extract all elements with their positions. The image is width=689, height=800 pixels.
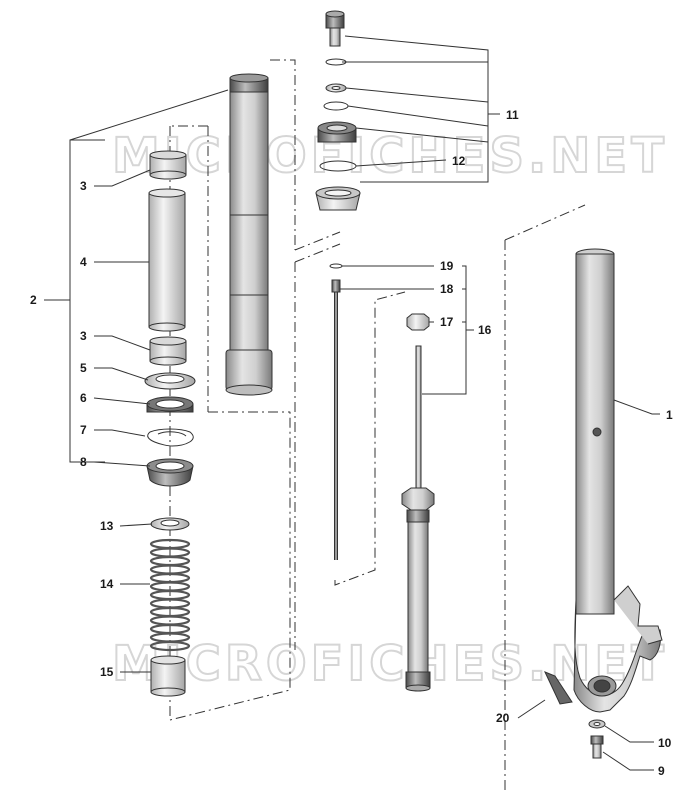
bushing-upper: [149, 150, 187, 180]
callout-19: 19: [440, 259, 454, 273]
outline-spring-group: [169, 126, 291, 721]
lock-nut: [406, 313, 430, 331]
callout-labels: 1 2 3 4 3 5 6 7 8 9 10 11 12 13 14 15 16…: [30, 108, 673, 778]
watermark-top: MICROFICHES.NET: [112, 128, 668, 184]
bushing-lower: [149, 336, 187, 366]
rod-o-ring: [329, 263, 343, 269]
adjuster-rod: [331, 279, 341, 560]
cap-washer: [325, 83, 347, 93]
fork-cap: [325, 10, 345, 47]
callout-17: 17: [440, 315, 454, 329]
cap-collar: [315, 186, 361, 211]
callout-6: 6: [80, 391, 87, 405]
callout-10: 10: [658, 736, 672, 750]
callout-16: 16: [478, 323, 492, 337]
leader-lines: [44, 35, 660, 771]
fork-spring: [149, 538, 191, 652]
callout-9: 9: [658, 764, 665, 778]
callout-5: 5: [80, 361, 87, 375]
spring-seat: [150, 517, 190, 531]
callout-3-lower: 3: [80, 329, 87, 343]
sleeve-tube: [148, 188, 186, 332]
circlip: [147, 428, 194, 447]
outline-inner-tube: [504, 204, 586, 790]
watermark-bottom: MICROFICHES.NET: [112, 636, 668, 692]
callout-2: 2: [30, 293, 37, 307]
damper-cartridge: [401, 345, 435, 692]
spring-coil: [149, 640, 191, 652]
callout-7: 7: [80, 423, 87, 437]
washer: [144, 372, 196, 390]
inner-fork-leg: [573, 248, 663, 713]
outer-fork-tube: [225, 73, 273, 396]
outline-outer-tube: [168, 59, 296, 413]
callout-8: 8: [80, 455, 87, 469]
callout-12: 12: [452, 154, 466, 168]
callout-18: 18: [440, 282, 454, 296]
callout-20: 20: [496, 711, 510, 725]
callout-3-upper: 3: [80, 179, 87, 193]
callout-13: 13: [100, 519, 114, 533]
oil-seal: [146, 396, 194, 413]
callout-15: 15: [100, 665, 114, 679]
pinch-bolt: [590, 735, 604, 759]
spacer: [150, 655, 186, 697]
o-ring-middle: [323, 101, 349, 111]
cap-nut: [317, 121, 357, 143]
callout-4: 4: [80, 255, 87, 269]
reflector-plate: [544, 671, 573, 705]
outline-cap-group: [294, 231, 341, 650]
callout-1: 1: [666, 408, 673, 422]
axle-washer: [588, 719, 606, 729]
outline-rod: [334, 291, 406, 586]
callout-14: 14: [100, 577, 114, 591]
dust-seal: [146, 458, 194, 487]
callout-11: 11: [506, 108, 519, 122]
